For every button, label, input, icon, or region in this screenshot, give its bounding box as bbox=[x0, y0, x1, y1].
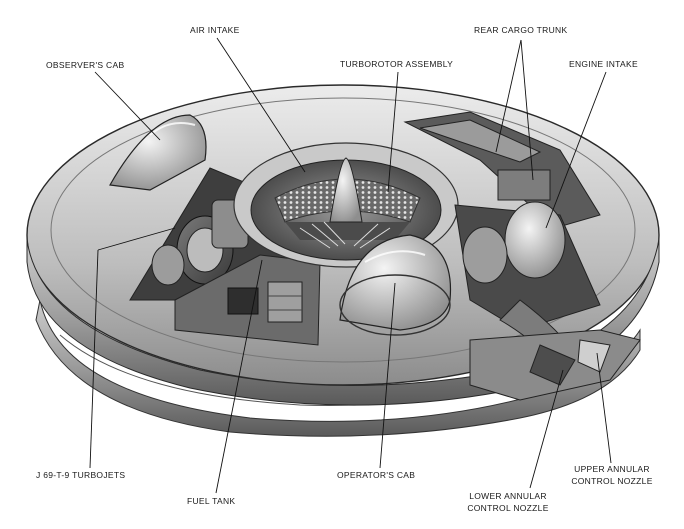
label-upper-annular-control-nozzle: UPPER ANNULAR CONTROL NOZZLE bbox=[562, 463, 662, 487]
label-observers-cab: OBSERVER'S CAB bbox=[46, 60, 125, 70]
control-nozzle-cutaway bbox=[469, 329, 641, 401]
leader-rear-cargo-trunk-2 bbox=[520, 39, 534, 181]
fuel-tank-compartment bbox=[174, 254, 321, 346]
label-turborotor-assembly: TURBOROTOR ASSEMBLY bbox=[340, 59, 454, 69]
leader-turbojets bbox=[89, 249, 99, 469]
label-lower-annular-control-nozzle: LOWER ANNULAR CONTROL NOZZLE bbox=[458, 490, 558, 514]
leader-air-intake bbox=[216, 37, 306, 173]
label-lower-annular-line-1: LOWER ANNULAR bbox=[469, 491, 547, 501]
leader-rear-cargo-trunk-1 bbox=[495, 39, 522, 153]
label-upper-annular-line-1: UPPER ANNULAR bbox=[574, 464, 650, 474]
label-lower-annular-line-2: CONTROL NOZZLE bbox=[467, 503, 549, 513]
label-turbojets: J 69-T-9 TURBOJETS bbox=[36, 470, 126, 480]
rear-cargo-trunk bbox=[403, 111, 601, 229]
leader-turbojets-2 bbox=[97, 227, 176, 251]
label-rear-cargo-trunk: REAR CARGO TRUNK bbox=[474, 25, 568, 35]
leader-operators-cab bbox=[379, 282, 396, 469]
leader-upper-annular-control-nozzle bbox=[596, 352, 612, 464]
leader-engine-intake bbox=[545, 71, 607, 229]
label-engine-intake: ENGINE INTAKE bbox=[569, 59, 638, 69]
leader-fuel-tank bbox=[215, 259, 263, 494]
leader-lower-annular-control-nozzle bbox=[529, 369, 564, 489]
label-air-intake: AIR INTAKE bbox=[190, 25, 240, 35]
leader-observers-cab bbox=[94, 71, 161, 141]
observers-cab bbox=[109, 114, 207, 191]
operators-cab bbox=[339, 234, 452, 336]
turborotor-intake bbox=[233, 142, 459, 268]
label-upper-annular-line-2: CONTROL NOZZLE bbox=[571, 476, 653, 486]
label-operators-cab: OPERATOR'S CAB bbox=[337, 470, 416, 480]
leader-turborotor-assembly bbox=[387, 71, 399, 193]
leader-lines bbox=[89, 37, 612, 494]
label-fuel-tank: FUEL TANK bbox=[187, 496, 236, 506]
